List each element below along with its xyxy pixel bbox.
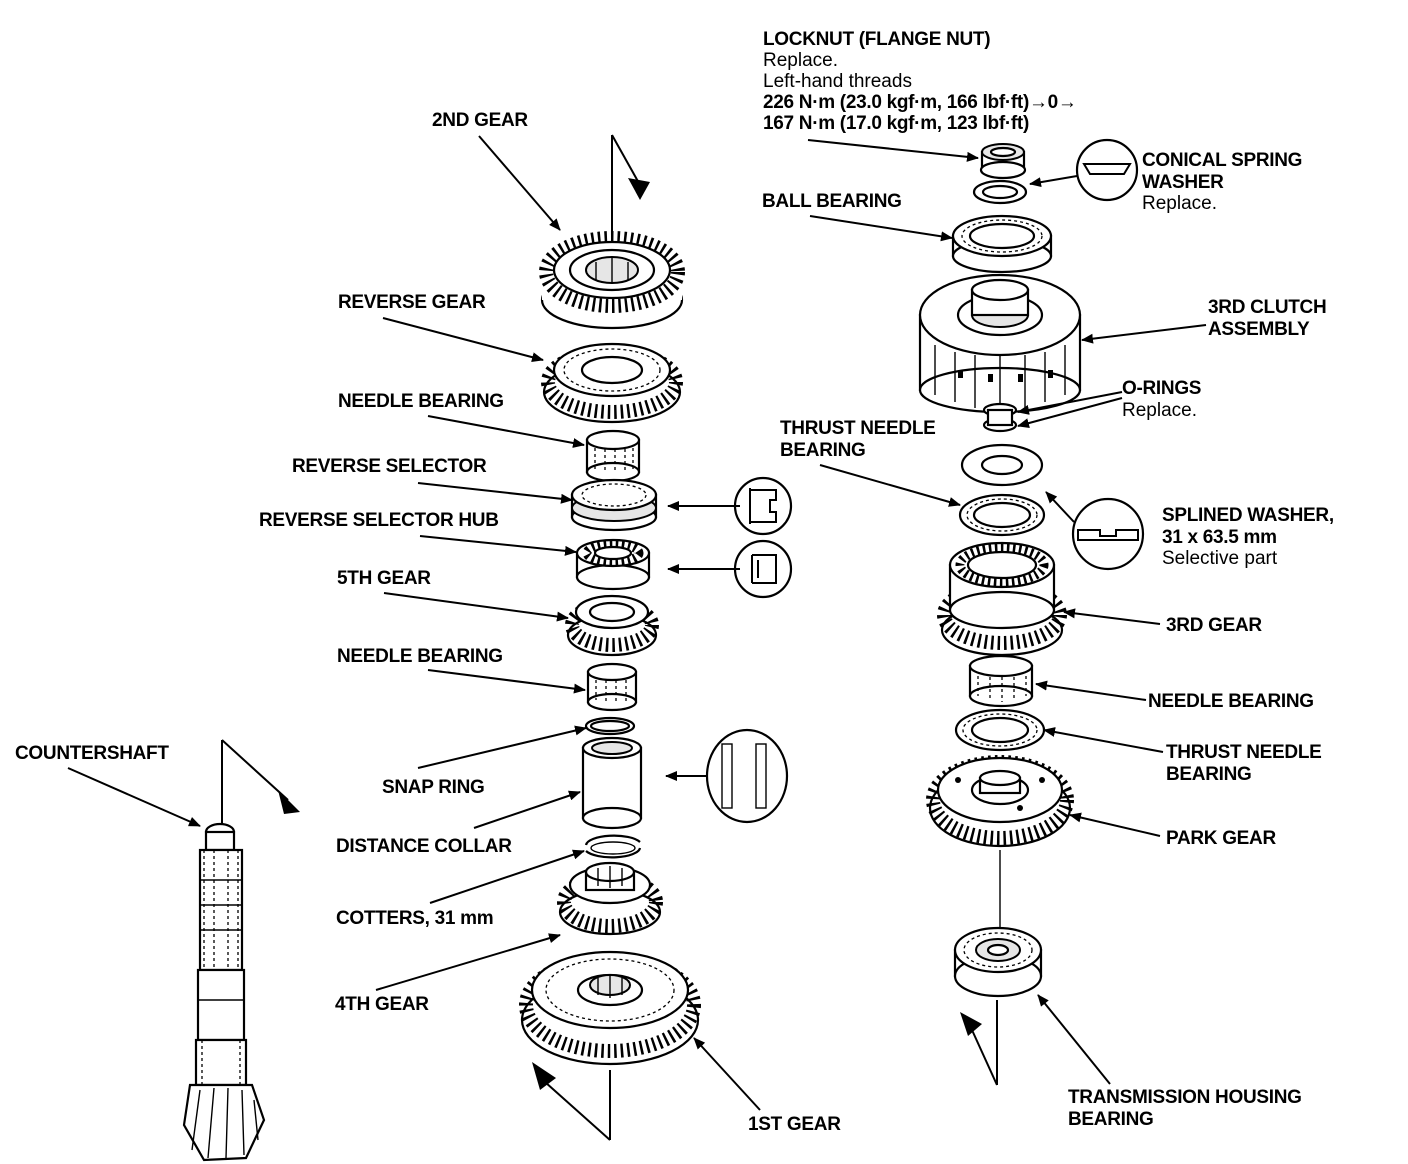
reverse-selector-hub-part: [575, 538, 651, 591]
conical-washer-note: Replace.: [1142, 193, 1217, 214]
distance-collar-part: [581, 736, 643, 830]
o-rings-part: [982, 402, 1018, 433]
reverse-selector-hub-label: REVERSE SELECTOR HUB: [259, 510, 499, 531]
needle-bearing-1-label: NEEDLE BEARING: [338, 391, 504, 412]
park-gear-part: [926, 755, 1074, 848]
conical-washer-part: [972, 179, 1028, 205]
first-gear-part: [519, 950, 701, 1066]
thrust-needle-2-label-2: BEARING: [1166, 764, 1252, 785]
stack-axis-bottom-arrow: [532, 1062, 611, 1141]
locknut-label: LOCKNUT (FLANGE NUT): [763, 29, 990, 50]
splined-washer-label-1: SPLINED WASHER,: [1162, 505, 1334, 526]
splined-washer-detail-icon: [1045, 491, 1145, 571]
third-gear-part: [937, 541, 1067, 657]
thrust-needle-1-label-2: BEARING: [780, 440, 866, 461]
countershaft-label: COUNTERSHAFT: [15, 743, 169, 764]
housing-bearing-part: [953, 926, 1043, 998]
park-gear-label: PARK GEAR: [1166, 828, 1276, 849]
third-gear-label: 3RD GEAR: [1166, 615, 1262, 636]
locknut-note-threads: Left-hand threads: [763, 71, 912, 92]
splined-washer-note: Selective part: [1162, 548, 1278, 569]
thrust-needle-2-label-1: THRUST NEEDLE: [1166, 742, 1322, 763]
snap-ring-label: SNAP RING: [382, 777, 485, 798]
cotters-label: COTTERS, 31 mm: [336, 908, 493, 929]
thrust-needle-1-label-1: THRUST NEEDLE: [780, 418, 936, 439]
leader-lines: [67, 135, 1207, 1111]
needle-bearing-3-label: NEEDLE BEARING: [1148, 691, 1314, 712]
reverse-selector-part: [570, 478, 658, 532]
distance-collar-label: DISTANCE COLLAR: [336, 836, 512, 857]
second-gear-part: [539, 231, 685, 330]
conical-washer-label-1: CONICAL SPRING: [1142, 150, 1302, 171]
needle-bearing-3-part: [968, 654, 1034, 708]
o-rings-label: O-RINGS: [1122, 378, 1201, 399]
thrust-needle-bearing-1-part: [958, 493, 1046, 537]
countershaft-part: [182, 739, 300, 1162]
first-gear-label: 1ST GEAR: [748, 1114, 841, 1135]
second-gear-label: 2ND GEAR: [432, 110, 528, 131]
conical-washer-label-2: WASHER: [1142, 172, 1224, 193]
reverse-gear-label: REVERSE GEAR: [338, 292, 486, 313]
right-axis-bottom-arrow: [960, 1000, 998, 1086]
third-clutch-label-2: ASSEMBLY: [1208, 319, 1310, 340]
housing-bearing-label-2: BEARING: [1068, 1109, 1154, 1130]
ball-bearing-label: BALL BEARING: [762, 191, 902, 212]
ball-bearing-part: [951, 214, 1053, 274]
o-rings-note: Replace.: [1122, 400, 1197, 421]
needle-bearing-2-label: NEEDLE BEARING: [337, 646, 503, 667]
reverse-selector-label: REVERSE SELECTOR: [292, 456, 487, 477]
reverse-gear-part: [541, 342, 683, 424]
third-clutch-label-1: 3RD CLUTCH: [1208, 297, 1326, 318]
fifth-gear-part: [565, 594, 659, 657]
reverse-selector-detail-icon: [667, 476, 793, 536]
needle-bearing-1-part: [585, 429, 641, 483]
needle-bearing-2-part: [586, 662, 638, 712]
fourth-gear-label: 4TH GEAR: [335, 994, 429, 1015]
hub-detail-icon: [667, 539, 793, 599]
cotters-part: [584, 834, 642, 859]
distance-collar-detail-icon: [665, 728, 789, 824]
third-clutch-part: [918, 273, 1082, 414]
fifth-gear-label: 5TH GEAR: [337, 568, 431, 589]
housing-bearing-label-1: TRANSMISSION HOUSING: [1068, 1087, 1302, 1108]
splined-washer-label-2: 31 x 63.5 mm: [1162, 527, 1277, 548]
locknut-part: [979, 143, 1027, 180]
snap-ring-part: [584, 716, 636, 736]
conical-washer-detail-icon: [1029, 138, 1139, 202]
locknut-note-replace: Replace.: [763, 50, 838, 71]
locknut-torque-1: 226 N·m (23.0 kgf·m, 166 lbf·ft)→0→: [763, 92, 1077, 113]
thrust-needle-bearing-2-part: [954, 708, 1046, 752]
splined-washer-part: [960, 443, 1044, 487]
fourth-gear-part: [557, 861, 663, 936]
locknut-torque-2: 167 N·m (17.0 kgf·m, 123 lbf·ft): [763, 113, 1029, 134]
